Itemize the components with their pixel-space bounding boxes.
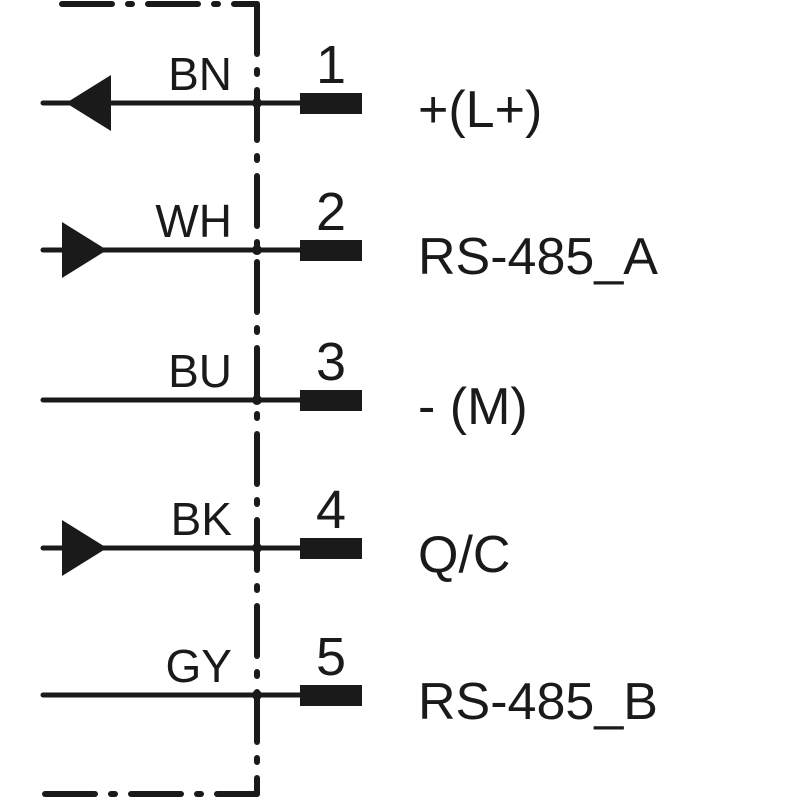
pin-row-2: WH 2RS-485_A (40, 182, 658, 286)
wire-junction (252, 98, 262, 108)
signal-label: Q/C (418, 526, 510, 584)
pin-terminal (300, 240, 362, 261)
pin-terminal (300, 538, 362, 559)
arrow-right-icon (62, 222, 107, 278)
pin-row-5: GY 5RS-485_B (40, 627, 658, 731)
wire-color-label: BU (168, 345, 232, 397)
pin-row-3: BU 3 - (M) (40, 332, 528, 436)
signal-label: RS-485_B (418, 673, 658, 731)
pin-number: 3 (316, 332, 346, 392)
pin-terminal (300, 685, 362, 706)
wire-junction (252, 543, 262, 553)
wire-color-label: BK (171, 493, 233, 545)
pin-number: 4 (316, 480, 346, 540)
wire-junction (252, 395, 262, 405)
wire-color-label: WH (155, 195, 232, 247)
wire-color-label: GY (166, 640, 232, 692)
wire-junction (252, 690, 262, 700)
pin-row-4: BK 4Q/C (40, 480, 510, 584)
wire-junction (252, 245, 262, 255)
pin-terminal (300, 93, 362, 114)
arrow-left-icon (66, 75, 111, 131)
pin-terminal (300, 390, 362, 411)
signal-label: RS-485_A (418, 228, 658, 286)
signal-label: +(L+) (418, 81, 542, 139)
arrow-right-icon (62, 520, 107, 576)
wire-color-label: BN (168, 48, 232, 100)
pin-number: 1 (316, 35, 346, 95)
pin-row-1: BN 1 +(L+) (40, 35, 542, 139)
pin-number: 2 (316, 182, 346, 242)
signal-label: - (M) (418, 378, 528, 436)
pin-number: 5 (316, 627, 346, 687)
